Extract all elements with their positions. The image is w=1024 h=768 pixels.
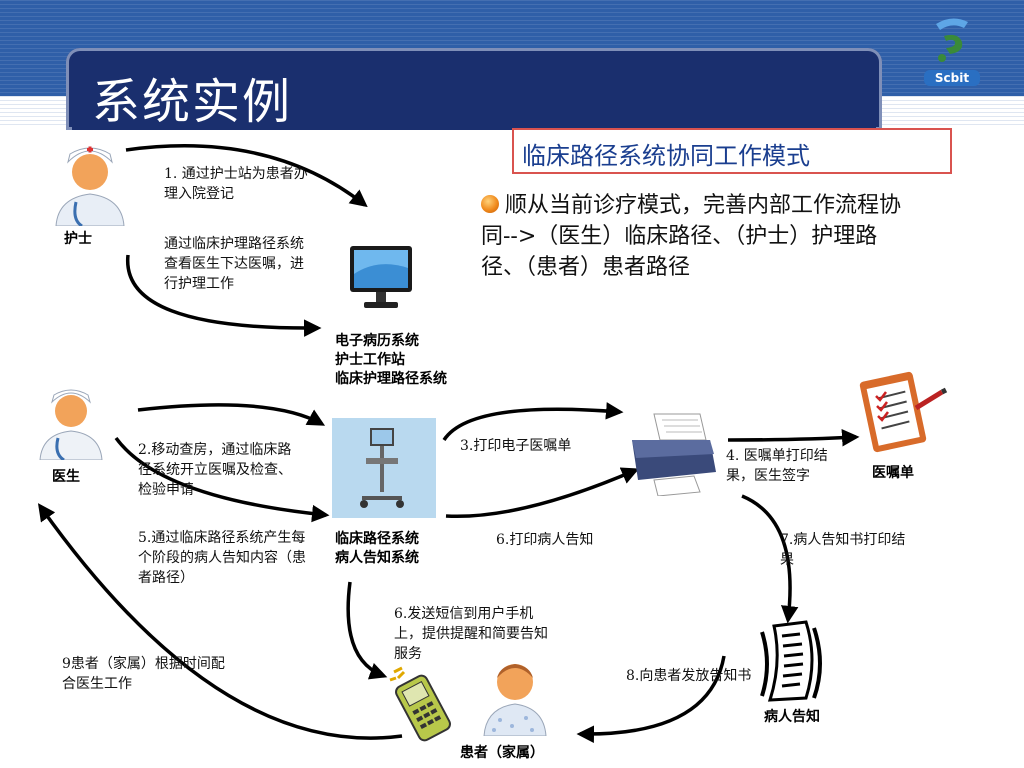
step-5-text: 5.通过临床路径系统产生每个阶段的病人告知内容（患者路径） bbox=[138, 530, 306, 586]
monitor-icon bbox=[350, 246, 412, 308]
arrow-cp-to-printer-2 bbox=[445, 467, 640, 519]
arrow-doctor-to-cp-2 bbox=[114, 436, 330, 523]
printer-icon bbox=[632, 413, 716, 496]
scbit-logo: Scbit bbox=[924, 18, 980, 86]
patient-label: 患者（家属） bbox=[460, 745, 544, 761]
clipboard-icon bbox=[859, 371, 948, 453]
arrow-doctor-to-cp bbox=[137, 403, 326, 426]
step-9-text: 9患者（家属）根据时间配合医生工作 bbox=[62, 656, 225, 692]
step-6b-text: 6.发送短信到用户手机上，提供提醒和简要告知服务 bbox=[394, 606, 548, 662]
step-3-text: 3.打印电子医嘱单 bbox=[460, 438, 572, 454]
bullet-text: 顺从当前诊疗模式，完善内部工作流程协同-->（医生）临床路径、（护士）护理路径、… bbox=[481, 193, 902, 280]
bullet-icon bbox=[481, 195, 499, 213]
cp-line-2: 病人告知系统 bbox=[335, 550, 419, 566]
nurse-label: 护士 bbox=[64, 231, 92, 247]
patient-icon bbox=[483, 664, 547, 736]
mode-box-text: 临床路径系统协同工作模式 bbox=[522, 142, 810, 170]
step-1-text: 1. 通过护士站为患者办理入院登记 bbox=[164, 166, 308, 202]
title-panel-inner bbox=[72, 54, 876, 130]
arrow-patient-to-doctor bbox=[37, 503, 403, 740]
arrow-notice-to-patient bbox=[576, 655, 726, 743]
emr-line-3: 临床护理路径系统 bbox=[335, 371, 447, 387]
step-6a-text: 6.打印病人告知 bbox=[496, 532, 594, 548]
arrow-cp-to-phone bbox=[346, 581, 388, 680]
doctor-icon bbox=[39, 389, 103, 460]
mobile-phone-icon bbox=[389, 666, 451, 742]
notice-label: 病人告知 bbox=[764, 709, 820, 725]
arrow-printer-to-notice bbox=[741, 494, 799, 624]
documents-icon bbox=[760, 620, 822, 702]
mode-box bbox=[512, 128, 952, 174]
logo-text: Scbit bbox=[935, 71, 969, 85]
step-2-text: 2.移动查房，通过临床路径系统开立医嘱及检查、检验申请 bbox=[138, 442, 292, 498]
doctor-label: 医生 bbox=[52, 469, 80, 485]
arrow-nurse-to-emr bbox=[125, 144, 368, 208]
cp-line-1: 临床路径系统 bbox=[335, 531, 419, 547]
step-7-text: 7.病人告知书打印结果 bbox=[780, 532, 906, 568]
cp-label: 临床路径系统 病人告知系统 bbox=[335, 530, 419, 568]
arrow-printer-to-order bbox=[727, 429, 860, 447]
arrow-cp-to-printer bbox=[442, 402, 624, 442]
page-title: 系统实例 bbox=[92, 74, 293, 130]
step-4-text: 4. 医嘱单打印结果，医生签字 bbox=[726, 448, 828, 484]
emr-line-1: 电子病历系统 bbox=[335, 333, 419, 349]
nurse-icon bbox=[55, 146, 125, 226]
step-nurse-text: 通过临床护理路径系统查看医生下达医嘱，进行护理工作 bbox=[164, 236, 304, 292]
emr-label: 电子病历系统 护士工作站 临床护理路径系统 bbox=[335, 332, 447, 389]
arrow-nurse-to-emr-2 bbox=[126, 254, 322, 337]
mobile-cart-icon bbox=[332, 418, 436, 518]
emr-line-2: 护士工作站 bbox=[335, 352, 405, 368]
step-8-text: 8.向患者发放告知书 bbox=[626, 668, 752, 684]
order-sheet-label: 医嘱单 bbox=[872, 465, 914, 481]
